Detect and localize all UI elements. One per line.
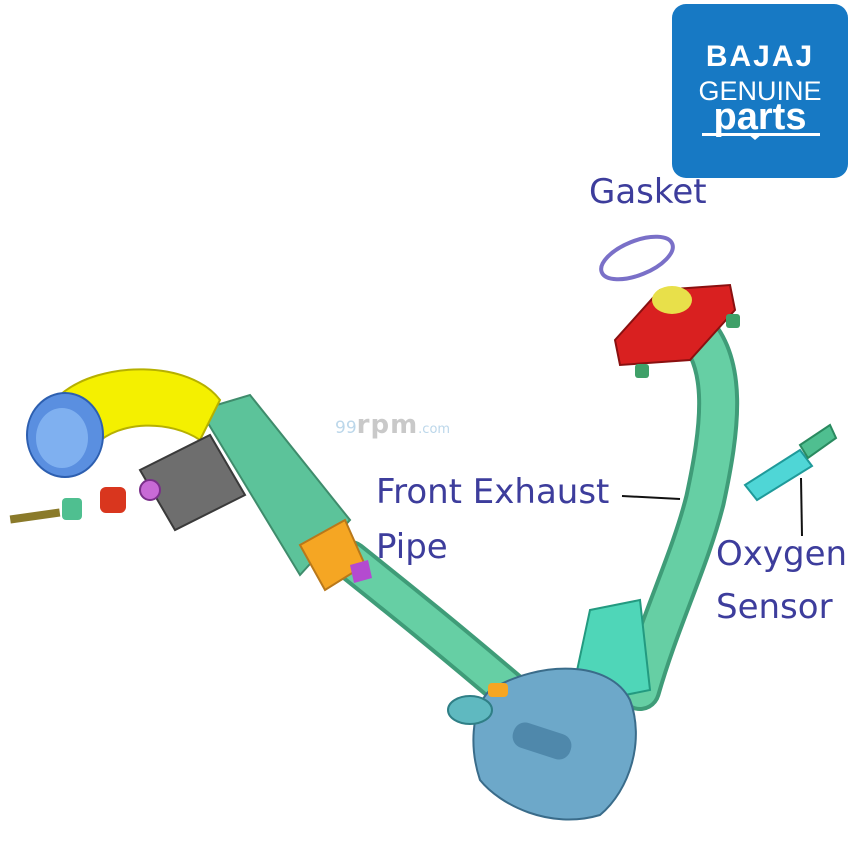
watermark-suffix: .com — [418, 422, 451, 437]
gasket-ring — [599, 234, 675, 282]
watermark: 99rpm.com — [335, 410, 450, 440]
sensor-mount-block — [138, 433, 247, 532]
watermark-main: rpm — [356, 410, 419, 440]
label-oxygen-line2: Sensor — [716, 587, 833, 627]
logo-line1: GENUINE — [698, 76, 822, 106]
bolt — [9, 508, 61, 524]
bajaj-genuine-parts-logo: BAJAJ GENUINE parts — [672, 4, 848, 178]
washer — [62, 498, 82, 520]
nut — [100, 487, 126, 513]
watermark-prefix: 99 — [335, 418, 357, 438]
logo-line2: parts — [713, 96, 807, 138]
oxygen-sensor — [743, 448, 814, 502]
label-oxygen-line1: Oxygen — [716, 534, 848, 574]
converter-body — [198, 393, 352, 577]
oxygen-sensor-leader — [800, 477, 803, 537]
label-front-exhaust-line2: Pipe — [376, 527, 448, 567]
logo-arrow-icon — [748, 134, 762, 140]
label-gasket: Gasket — [589, 172, 707, 212]
logo-brand: BAJAJ — [705, 40, 815, 73]
label-front-exhaust-line1: Front Exhaust — [376, 472, 610, 512]
front-exhaust-leader — [621, 495, 681, 500]
